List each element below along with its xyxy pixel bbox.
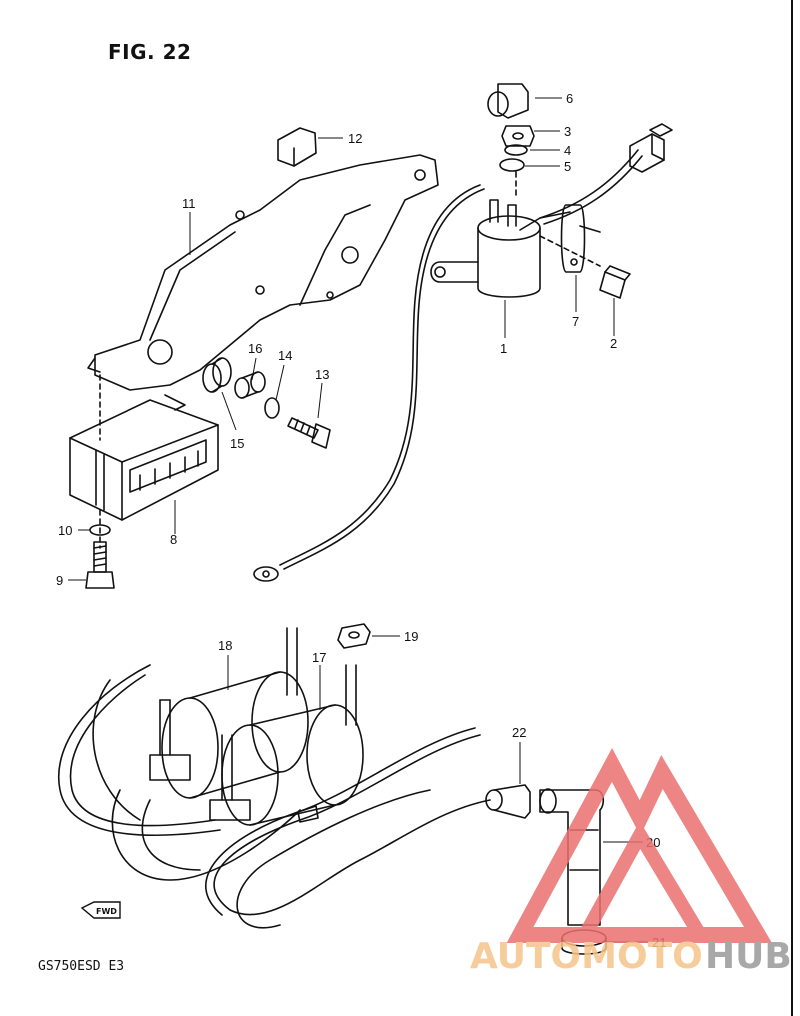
callout-5: 5 (564, 159, 571, 174)
callout-7: 7 (572, 314, 579, 329)
fwd-label: FWD (96, 907, 117, 916)
forward-arrow-icon: FWD (80, 901, 121, 919)
alignment-line (539, 235, 601, 267)
regulator-part-8 (69, 394, 219, 521)
model-code: GS750ESD E3 (38, 959, 125, 974)
bolt-part-9 (85, 541, 115, 589)
callout-1: 1 (500, 341, 507, 356)
callout-13: 13 (315, 367, 329, 382)
ground-lead-wire-edge (283, 188, 485, 570)
callout-17: 17 (312, 650, 326, 665)
bracket-part-11 (87, 154, 439, 391)
callout-16: 16 (248, 341, 262, 356)
lock-washer-part-5 (499, 158, 525, 172)
callout-18: 18 (218, 638, 232, 653)
callout-6: 6 (566, 91, 573, 106)
callout-14: 14 (278, 348, 292, 363)
clamp-part-7 (560, 204, 601, 273)
border-line (791, 0, 793, 1016)
washer-part-14 (264, 397, 280, 419)
callout-19: 19 (404, 629, 418, 644)
watermark-triangle-icon (506, 748, 772, 943)
ground-lead-wire (279, 184, 481, 566)
callout-10: 10 (58, 523, 72, 538)
callout-11: 11 (182, 196, 196, 211)
watermark-inner-mark-icon (578, 820, 707, 939)
callout-12: 12 (348, 131, 362, 146)
callout-15: 15 (230, 436, 244, 451)
watermark-text-automoto: AUTOMOTO (470, 936, 703, 977)
bolt-part-13 (287, 417, 331, 449)
collar-part-16 (234, 371, 266, 399)
starter-relay-part-1 (430, 199, 571, 298)
callout-8: 8 (170, 532, 177, 547)
nut-part-19 (337, 623, 371, 649)
terminal-cap-part-6 (487, 83, 529, 119)
nut-part-3 (501, 125, 535, 147)
ignition-coil-part-18 (149, 627, 309, 799)
callout-9: 9 (56, 573, 63, 588)
leader-lines (68, 97, 648, 943)
washer-part-4 (504, 144, 528, 156)
watermark-logo: AUTOMOTO HUB (470, 748, 792, 977)
coupler-connector (629, 123, 673, 173)
watermark-text-hub: HUB (705, 936, 792, 977)
ignition-coil-part-17 (209, 664, 364, 826)
high-tension-leads (57, 664, 491, 929)
callout-3: 3 (564, 124, 571, 139)
grommet-part-15 (202, 357, 232, 393)
callout-4: 4 (564, 143, 571, 158)
relay-harness-wire (539, 149, 639, 219)
callout-22: 22 (512, 725, 526, 740)
screw-part-2 (599, 265, 631, 299)
rubber-cap-part-12 (277, 127, 317, 167)
figure-title: FIG. 22 (108, 40, 192, 64)
callout-labels: 6 3 4 5 12 11 1 7 2 16 14 13 15 8 10 9 1… (56, 91, 666, 950)
suppressor-part-22 (485, 784, 531, 819)
ring-terminal (253, 566, 279, 582)
callout-2: 2 (610, 336, 617, 351)
